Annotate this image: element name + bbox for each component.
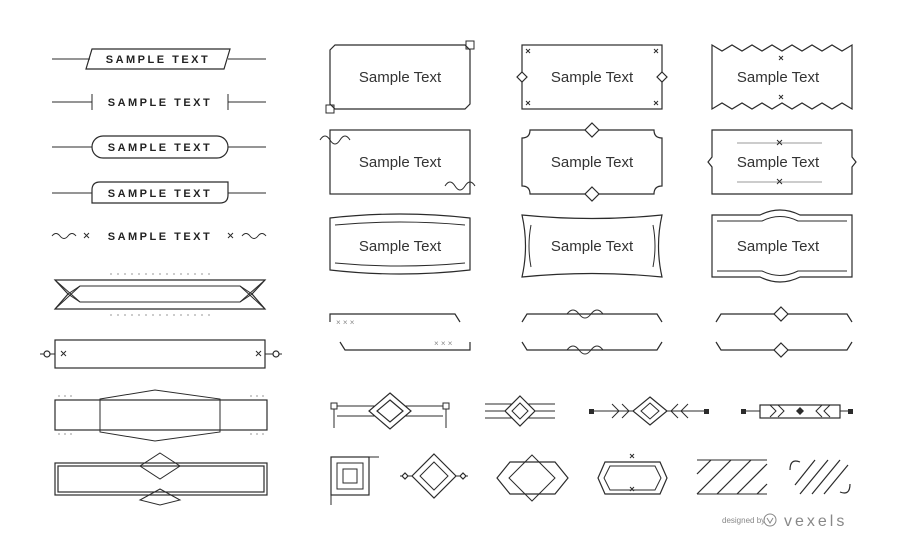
ornament-octagon-x	[597, 453, 668, 495]
ornament-chevron-bar	[741, 404, 853, 419]
banner-text: SAMPLE TEXT	[108, 142, 213, 154]
ornament-hatch-slash	[696, 459, 768, 495]
ornament-corner-squares	[330, 456, 379, 505]
banner-text: SAMPLE TEXT	[108, 188, 213, 200]
divider-pair-wave	[521, 309, 663, 355]
frame-squiggle: Sample Text	[319, 129, 476, 195]
ornament-arrow-diamond	[589, 396, 709, 426]
watermark: designed by vexels	[722, 513, 847, 530]
ribbon-chevron-frame	[53, 273, 267, 316]
banner-text: SAMPLE TEXT	[108, 97, 213, 109]
ornament-diamond-bracket	[330, 392, 450, 430]
frame-notched-diamond: Sample Text	[521, 122, 663, 202]
banner-parallelogram: SAMPLE TEXT	[52, 48, 266, 70]
divider-pair-diamond	[715, 306, 853, 358]
frame-barrel: Sample Text	[521, 214, 663, 278]
divider-marks: × × ×	[434, 339, 453, 348]
frame-text: Sample Text	[551, 69, 634, 86]
frame-wavy-edge: Sample Text	[329, 213, 471, 275]
banner-pill: SAMPLE TEXT	[52, 135, 266, 159]
watermark-designed-by: designed by	[722, 516, 765, 525]
banner-text: SAMPLE TEXT	[106, 54, 211, 66]
frame-text: Sample Text	[737, 238, 820, 255]
divider-marks: × × ×	[336, 318, 355, 327]
frame-text: Sample Text	[359, 154, 442, 171]
banner-bracket: SAMPLE TEXT	[52, 94, 266, 110]
frame-hex-bar	[54, 389, 268, 442]
banner-tab: SAMPLE TEXT	[52, 181, 266, 204]
frame-side-notch: Sample Text	[707, 129, 857, 195]
vexels-logo-icon	[763, 513, 777, 527]
frame-zigzag: Sample Text	[711, 43, 853, 111]
frame-diamond-bar	[54, 452, 268, 506]
ornament-hex-diamond	[496, 454, 569, 502]
frame-rect-pins	[40, 339, 282, 369]
frame-text: Sample Text	[359, 238, 442, 255]
frame-text: Sample Text	[737, 69, 820, 86]
frame-text: Sample Text	[737, 154, 820, 171]
frame-cut-corner: Sample Text	[325, 40, 475, 114]
frame-text: Sample Text	[551, 154, 634, 171]
watermark-brand: vexels	[784, 513, 847, 530]
frame-text: Sample Text	[551, 238, 634, 255]
banner-wave: SAMPLE TEXT	[51, 231, 267, 243]
ornament-curl-slash	[789, 459, 851, 495]
banner-text: SAMPLE TEXT	[108, 231, 213, 243]
frame-text: Sample Text	[359, 69, 442, 86]
ornament-diamond-stripes	[485, 395, 555, 427]
frame-arched: Sample Text	[711, 209, 853, 283]
frame-side-diamonds: Sample Text	[516, 44, 668, 110]
divider-pair-x: × × × × × ×	[329, 313, 471, 351]
ornament-double-diamond	[400, 453, 468, 499]
